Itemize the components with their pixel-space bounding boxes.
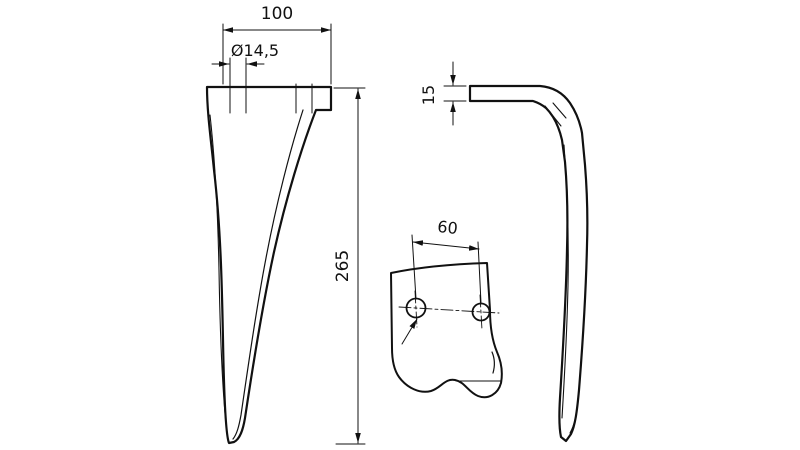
width-dim-label: 100 [261, 4, 293, 24]
tine-left-inner-line [209, 114, 228, 434]
blade-tip-detail-line [569, 397, 579, 434]
right-view [443, 61, 589, 443]
spacing-dim-label: 60 [436, 217, 458, 238]
height-dim-label: 265 [333, 250, 353, 282]
tine-profile-outline [468, 84, 589, 443]
hole-right-centerline-vertical [479, 294, 483, 331]
spacing-ext-line-left [411, 234, 417, 300]
blade-bevel-line [561, 144, 569, 419]
hole-leader-arrow [401, 318, 418, 345]
plate-slot-detail-line [491, 351, 495, 374]
left-view [205, 23, 366, 445]
thickness-dim-label: 15 [419, 85, 438, 105]
bend-detail-line-1 [544, 105, 562, 127]
bend-detail-line-2 [552, 102, 567, 119]
hole-diameter-dim-label: Ø14,5 [231, 41, 279, 60]
tine-bevel-line [232, 109, 304, 440]
plate-detail-view [390, 234, 503, 399]
spacing-dim-line [412, 240, 480, 251]
spacing-ext-line-right [477, 241, 482, 304]
